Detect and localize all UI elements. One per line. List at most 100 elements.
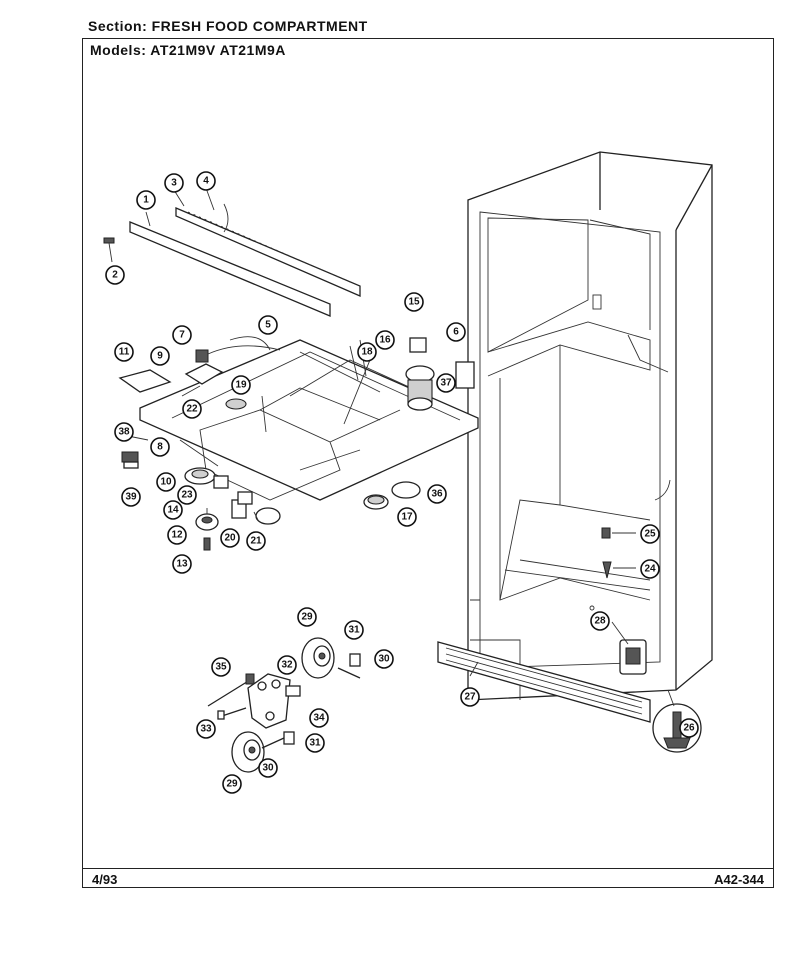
svg-text:29: 29 [226,779,238,790]
part-6-bracket [455,361,475,389]
part-32-spacer [285,685,301,697]
callout-31-bottom: 31 [305,733,325,753]
part-15-damper [405,337,435,411]
part-25-clip [601,527,636,539]
svg-text:18: 18 [361,347,373,358]
part-26-leveling-leg [652,689,702,753]
part-10-light-cover [184,467,216,485]
callout-37: 37 [436,373,456,393]
footer-date: 4/93 [92,872,118,887]
svg-text:16: 16 [379,335,391,346]
svg-text:9: 9 [157,351,163,362]
part-12-knob [195,508,219,551]
callout-39: 39 [121,487,141,507]
svg-text:3: 3 [171,178,177,189]
part-29-roller-bottom [231,731,265,773]
part-38-39-switch [121,451,139,469]
svg-text:7: 7 [179,330,185,341]
callout-22: 22 [182,399,202,419]
part-29-roller-top [301,637,335,679]
svg-text:20: 20 [224,533,236,544]
svg-text:35: 35 [215,662,227,673]
svg-text:30: 30 [378,654,390,665]
part-35-bolt [207,673,255,707]
svg-text:32: 32 [281,660,293,671]
callout-16: 16 [375,330,395,350]
part-31-clip-bottom [283,731,295,745]
part-17-cap [363,494,389,510]
callout-18: 18 [357,342,377,362]
svg-text:19: 19 [235,380,247,391]
part-28-hinge [611,621,647,675]
section-heading: Section: FRESH FOOD COMPARTMENT [88,18,368,34]
part-2-screw [103,237,115,263]
part-21-bulb [253,507,281,525]
svg-text:31: 31 [309,738,321,749]
callout-21: 21 [246,531,266,551]
part-9-thermostat [184,345,281,385]
part-33-pin [217,707,247,720]
callout-12: 12 [167,525,187,545]
svg-text:4: 4 [203,176,209,187]
callout-27: 27 [460,687,480,707]
svg-text:6: 6 [453,327,459,338]
diagram-frame [82,38,774,888]
svg-text:24: 24 [644,564,656,575]
callout-3: 3 [164,173,184,193]
svg-text:31: 31 [348,625,360,636]
part-36-cap [391,481,421,499]
callout-26: 26 [679,718,699,738]
svg-text:27: 27 [464,692,476,703]
part-3-4-rail [173,187,361,297]
callout-4: 4 [196,171,216,191]
callout-6: 6 [446,322,466,342]
callout-9: 9 [150,346,170,366]
svg-text:17: 17 [401,512,413,523]
svg-text:26: 26 [683,723,695,734]
part-20-lamp-socket [231,491,253,519]
callout-33: 33 [196,719,216,739]
svg-text:13: 13 [176,559,188,570]
models-heading: Models: AT21M9V AT21M9A [90,42,286,58]
svg-text:28: 28 [594,616,606,627]
callout-10: 10 [156,472,176,492]
svg-text:23: 23 [181,490,193,501]
callout-29-bottom: 29 [222,774,242,794]
part-30-axle-top [337,667,361,679]
part-34-bracket [247,673,291,729]
svg-text:21: 21 [250,536,262,547]
models-label: Models: [90,42,147,58]
callout-1: 1 [136,190,156,210]
callout-2: 2 [105,265,125,285]
svg-text:14: 14 [167,505,179,516]
svg-text:10: 10 [160,477,172,488]
part-31-clip-top [349,653,361,667]
svg-text:1: 1 [143,195,149,206]
svg-text:37: 37 [440,378,452,389]
callout-13: 13 [172,554,192,574]
svg-text:25: 25 [644,529,656,540]
models-value: AT21M9V AT21M9A [150,42,286,58]
callout-28: 28 [590,611,610,631]
part-23-socket [213,475,229,489]
callout-15: 15 [404,292,424,312]
refrigerator-cabinet [467,151,713,701]
callout-17: 17 [397,507,417,527]
svg-text:8: 8 [157,442,163,453]
svg-text:12: 12 [171,530,183,541]
section-label: Section: [88,18,148,34]
callout-11: 11 [114,342,134,362]
svg-text:39: 39 [125,492,137,503]
svg-text:38: 38 [118,427,130,438]
callout-32: 32 [277,655,297,675]
svg-text:2: 2 [112,270,118,281]
callout-19: 19 [231,375,251,395]
callout-30-top: 30 [374,649,394,669]
svg-text:15: 15 [408,297,420,308]
part-11-bracket [118,369,172,393]
part-22-knob [225,395,267,433]
callout-31-top: 31 [344,620,364,640]
callout-38: 38 [114,422,134,442]
callout-5: 5 [258,315,278,335]
